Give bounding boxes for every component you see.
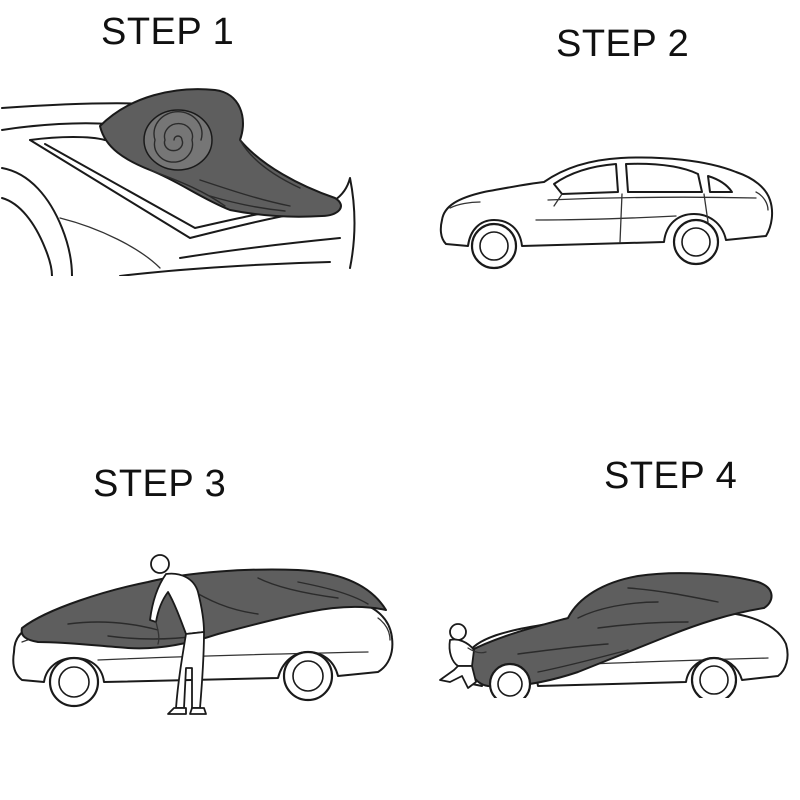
rolled-cover-on-car-roof-icon (0, 78, 362, 276)
step-2-label: STEP 2 (556, 23, 690, 65)
step-3-illustration (8, 548, 400, 720)
crouching-person-icon (439, 623, 487, 689)
person-securing-cover-icon (439, 572, 789, 698)
step-1-illustration (0, 78, 362, 276)
step-1-label: STEP 1 (101, 11, 235, 53)
person-spreading-cover-icon (12, 554, 394, 715)
step-3-label: STEP 3 (93, 463, 227, 505)
step-2-illustration (436, 148, 780, 270)
person-icon (149, 554, 207, 715)
step-4-label: STEP 4 (604, 455, 738, 497)
uncovered-sedan-icon (439, 156, 774, 270)
step-4-illustration (428, 568, 794, 698)
